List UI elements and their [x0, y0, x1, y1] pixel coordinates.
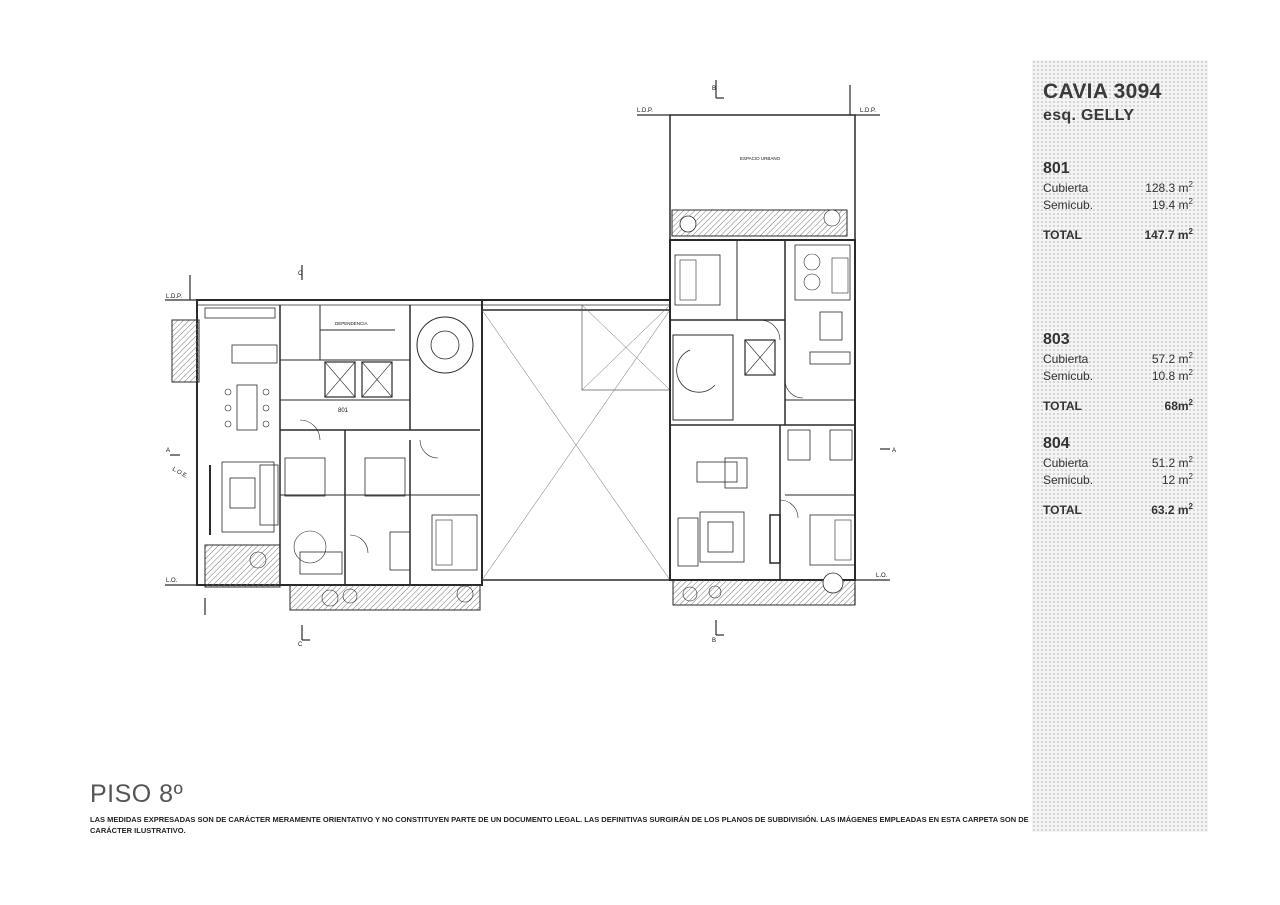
label-ldp-mid: L.D.P. [637, 108, 653, 114]
semicub-label: Semicub. [1043, 369, 1094, 383]
marker-b-bottom: B [712, 638, 716, 644]
total-value: 147.7 m [1144, 228, 1189, 242]
cubierta-value: 51.2 m [1151, 456, 1189, 470]
unit-801-summary: 801 Cubierta 128.3 m2 Semicub. 19.4 m2 T… [1043, 160, 1193, 242]
floor-plan: L.D.P. L.D.P. L.D.P. L.O. L.O. L.O.E. ES… [165, 80, 896, 648]
project-subtitle: esq. GELLY [1043, 107, 1135, 124]
cubierta-label: Cubierta [1043, 352, 1089, 366]
semicub-row: Semicub. 19.4 m2 [1043, 197, 1193, 213]
unit-803-summary: 803 Cubierta 57.2 m2 Semicub. 10.8 m2 TO… [1043, 331, 1193, 413]
semicub-label: Semicub. [1043, 198, 1094, 212]
total-row: TOTAL 68m2 [1043, 398, 1193, 414]
unit-804-summary: 804 Cubierta 51.2 m2 Semicub. 12 m2 TOTA… [1043, 435, 1193, 517]
unit-number: 803 [1043, 331, 1070, 348]
label-espacio-urbano: ESPACIO URBANO [740, 156, 781, 161]
total-value: 68m [1164, 399, 1189, 413]
total-label: TOTAL [1043, 399, 1082, 413]
total-label: TOTAL [1043, 228, 1082, 242]
cubierta-value: 128.3 m [1145, 181, 1189, 195]
total-row: TOTAL 147.7 m2 [1043, 227, 1193, 243]
floor-title: PISO 8º [90, 780, 184, 808]
cubierta-row: Cubierta 57.2 m2 [1043, 351, 1193, 367]
cubierta-label: Cubierta [1043, 456, 1089, 470]
unit-801-block [171, 299, 670, 611]
semicub-value: 10.8 m [1151, 369, 1189, 383]
label-ldp-left: L.D.P. [166, 294, 182, 300]
marker-c-bottom: C [298, 642, 303, 648]
semicub-row: Semicub. 10.8 m2 [1043, 368, 1193, 384]
label-ldp-right: L.D.P. [860, 108, 876, 114]
label-lo-right: L.O. [876, 573, 888, 579]
semicub-value: 19.4 m [1151, 198, 1189, 212]
label-lo-left: L.O. [166, 578, 178, 584]
label-unit-801: 801 [338, 408, 349, 414]
section-markers [165, 80, 890, 641]
semicub-value: 12 m [1161, 473, 1189, 487]
unit-number: 804 [1043, 435, 1070, 452]
floor-plan-drawing: L.D.P. L.D.P. L.D.P. L.O. L.O. L.O.E. ES… [165, 80, 896, 648]
cubierta-label: Cubierta [1043, 181, 1089, 195]
total-value: 63.2 m [1151, 503, 1189, 517]
marker-a-right: A [892, 448, 896, 454]
unit-number: 801 [1043, 160, 1070, 177]
total-label: TOTAL [1043, 503, 1082, 517]
total-row: TOTAL 63.2 m2 [1043, 502, 1193, 518]
project-title: CAVIA 3094 [1043, 80, 1162, 103]
label-loe: L.O.E. [171, 467, 189, 481]
central-void [481, 304, 671, 581]
marker-c-top: C [298, 271, 303, 277]
unit-summary-panel: CAVIA 3094 esq. GELLY 801 Cubierta 128.3… [1032, 60, 1208, 832]
cubierta-row: Cubierta 51.2 m2 [1043, 455, 1193, 471]
marker-b-top: B [712, 86, 716, 92]
label-dependencia: DEPENDENCIA [335, 321, 368, 326]
marker-a-left: A [166, 448, 170, 454]
semicub-row: Semicub. 12 m2 [1043, 472, 1193, 488]
unit-803-804-block [669, 114, 856, 606]
semicub-label: Semicub. [1043, 473, 1094, 487]
cubierta-value: 57.2 m [1151, 352, 1189, 366]
legal-disclaimer: LAS MEDIDAS EXPRESADAS SON DE CARÁCTER M… [90, 815, 1029, 835]
cubierta-row: Cubierta 128.3 m2 [1043, 180, 1193, 196]
